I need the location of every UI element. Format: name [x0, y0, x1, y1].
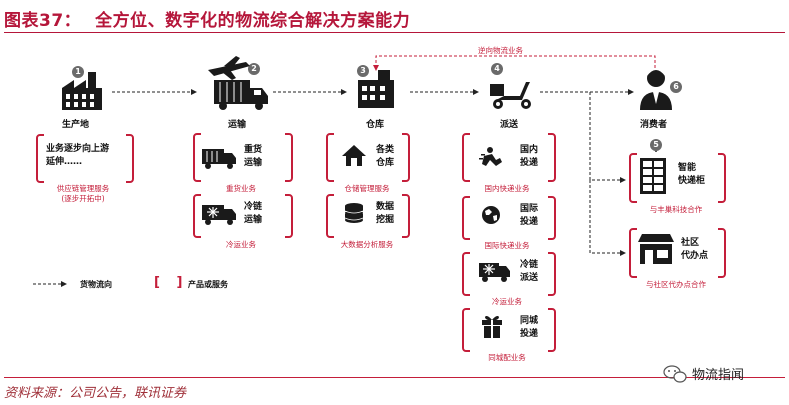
source-rule	[4, 377, 785, 378]
transport-bracket-1	[193, 132, 293, 183]
delivery-bracket-1	[462, 132, 556, 183]
production-caption: 供应链管理服务 (逐步开拓中)	[56, 184, 110, 203]
locker-bracket	[629, 152, 726, 204]
warehouse-card-1-caption: 仓储管理服务	[344, 184, 390, 193]
transport-bracket-2	[193, 193, 293, 239]
store-bracket	[629, 227, 726, 279]
stage-label-warehouse: 仓库	[366, 120, 385, 130]
locker-caption: 与丰巢科技合作	[649, 205, 703, 214]
store-card-text: 社区 代办点	[681, 238, 709, 261]
title-rule	[4, 32, 785, 33]
figure-title-prefix: 图表37：	[4, 11, 82, 31]
step-number-2: 2	[248, 63, 260, 75]
transport-card-2-caption: 冷运业务	[226, 240, 256, 249]
legend-service-label: 产品或服务	[188, 280, 228, 289]
transport-card-1-caption: 重货业务	[226, 184, 256, 193]
store-caption: 与社区代办点合作	[646, 280, 706, 289]
production-card-text: 业务逐步向上游 延伸……	[46, 144, 110, 167]
brand-name: 物流指闻	[692, 368, 745, 383]
delivery-bracket-4	[462, 307, 556, 353]
production-bracket	[36, 133, 134, 184]
locker-card-text: 智能 快递柜	[678, 163, 706, 186]
step-number-5: 5	[650, 139, 662, 151]
stage-label-production: 生产地	[62, 120, 90, 130]
warehouse-card-2-text: 数据 挖掘	[376, 202, 395, 225]
legend-flow-label: 货物流向	[80, 280, 112, 289]
figure-title-text: 全方位、数字化的物流综合解决方案能力	[95, 11, 411, 31]
delivery-card-1-text: 国内 投递	[520, 145, 539, 168]
delivery-bracket-2	[462, 195, 556, 241]
delivery-card-4-text: 同城 投递	[520, 316, 539, 339]
transport-card-1-text: 重货 运输	[244, 145, 263, 168]
delivery-card-4-caption: 同城配业务	[488, 353, 526, 362]
transport-card-2-text: 冷链 运输	[244, 202, 263, 225]
warehouse-card-2-caption: 大数据分析服务	[340, 240, 394, 249]
delivery-card-3-text: 冷链 派送	[520, 260, 539, 283]
delivery-card-2-caption: 国际快递业务	[484, 241, 530, 250]
warehouse-bracket-1	[326, 132, 410, 183]
step-number-3: 3	[357, 65, 369, 77]
step-number-6: 6	[670, 81, 682, 93]
stage-label-transport: 运输	[228, 120, 247, 130]
delivery-card-1-caption: 国内快递业务	[484, 184, 530, 193]
delivery-card-3-caption: 冷运业务	[492, 297, 522, 306]
stage-label-delivery: 派送	[500, 120, 519, 130]
reverse-logistics-label: 逆向物流业务	[478, 46, 523, 55]
delivery-bracket-3	[462, 251, 556, 297]
delivery-card-2-text: 国际 投递	[520, 204, 539, 227]
warehouse-bracket-2	[326, 193, 410, 239]
warehouse-card-1-text: 各类 仓库	[376, 145, 395, 168]
source-note: 资料来源：公司公告，联讯证券	[4, 386, 187, 401]
step-number-4: 4	[491, 63, 503, 75]
figure-title: 图表37： 全方位、数字化的物流综合解决方案能力	[4, 6, 410, 31]
stage-label-consumer: 消费者	[640, 120, 668, 130]
step-number-1: 1	[72, 66, 84, 78]
legend-bracket-symbol: [ ]	[154, 275, 189, 290]
